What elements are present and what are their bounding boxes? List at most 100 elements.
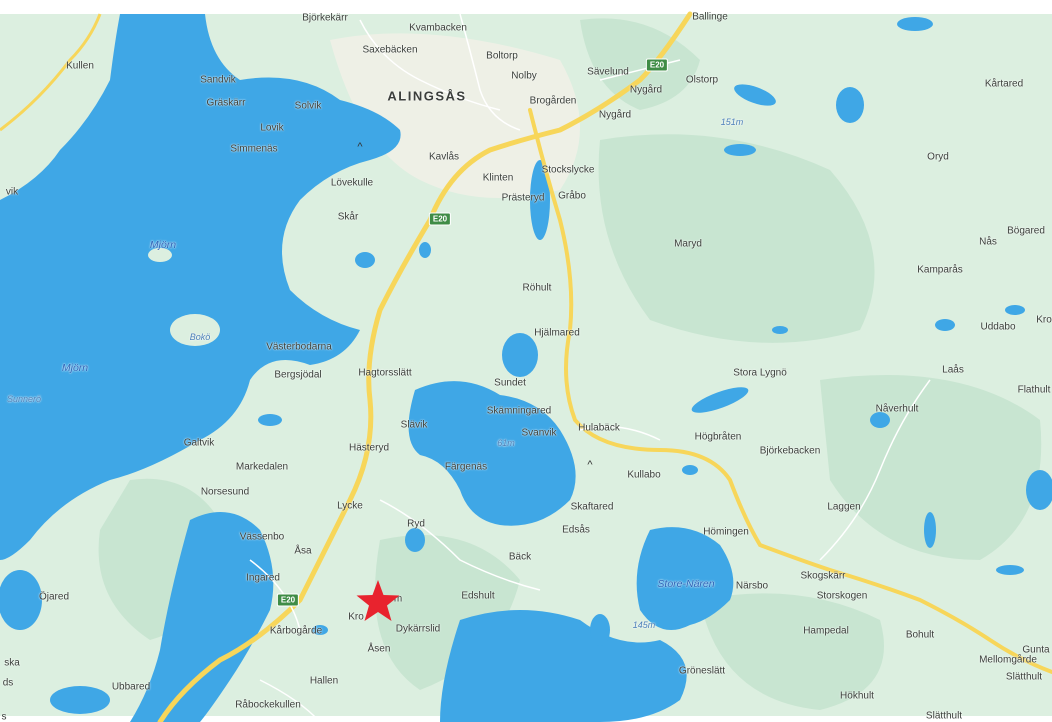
place-sandvik: Sandvik (200, 74, 236, 86)
place-norsesund: Norsesund (200, 486, 250, 498)
elevation-151m: 151m (720, 117, 744, 127)
place-ballinge: Ballinge (692, 11, 728, 23)
place-ryd: Ryd (407, 518, 425, 530)
place-bogared: Bögared (1007, 225, 1045, 237)
place-gunta: Gunta (1022, 644, 1050, 656)
place-brogarden: Brogården (529, 95, 577, 107)
place-vik-edge: vik (5, 186, 19, 198)
place-uddabo: Uddabo (980, 321, 1016, 333)
lake-label-store-naren: Store-Nären (657, 578, 715, 590)
place-sundet: Sundet (494, 377, 526, 389)
place-grabo: Gråbo (558, 190, 586, 202)
place-narsbo: Närsbo (735, 580, 769, 592)
place-karbogarde: Kårbogårde (269, 625, 323, 637)
place-ska-edge: ska (4, 657, 20, 669)
lake-mjorn (0, 14, 401, 560)
place-prasteryd: Prästeryd (501, 192, 545, 204)
lake-southwest (50, 686, 110, 714)
place-graskarr: Gräskärr (206, 97, 246, 109)
road-northwest (0, 13, 102, 132)
place-saxebacken: Saxebäcken (362, 44, 418, 56)
place-asa: Åsa (294, 545, 312, 557)
star-marker-icon[interactable] (355, 579, 401, 623)
place-hogbraten: Högbråten (694, 431, 742, 443)
road-shield-e20-north: E20 (645, 58, 669, 72)
place-hokhult: Hökhult (840, 690, 874, 702)
small-lakes (258, 17, 1052, 646)
place-homingen: Hömingen (703, 526, 749, 538)
lake-west (0, 570, 42, 630)
place-nas: Nås (979, 236, 997, 248)
place-maryd: Maryd (674, 238, 702, 250)
urban-area-alingsas (330, 33, 580, 199)
lake-stockslycke (530, 160, 550, 240)
place-flathult: Flathult (1017, 384, 1051, 396)
place-kullen: Kullen (66, 60, 94, 72)
lake-label-mjorn-west: Mjörn (61, 362, 89, 374)
place-nygard-south: Nygård (598, 109, 632, 121)
place-hulabaeck: Hulabäck (578, 422, 620, 434)
place-ingared: Ingared (246, 572, 280, 584)
place-hallen: Hallen (309, 675, 339, 687)
place-slatthult: Slätthult (1005, 671, 1043, 683)
road-shield-e20-center: E20 (428, 212, 452, 226)
place-svanvik: Svanvik (521, 427, 557, 439)
place-slavik: Slävik (400, 419, 428, 431)
place-galtvik: Galtvik (183, 437, 215, 449)
place-markedalen: Markedalen (235, 461, 289, 473)
place-sunnero: Sunnerö (6, 394, 42, 404)
place-klinten: Klinten (482, 172, 514, 184)
place-hasteryd: Hästeryd (348, 442, 390, 454)
place-slatthult-south: Slätthult (925, 710, 963, 722)
place-bohult: Bohult (905, 629, 935, 641)
place-skar: Skår (337, 211, 359, 223)
place-vassenbo: Vässenbo (239, 531, 285, 543)
place-kro: Kro (348, 611, 364, 623)
lake-label-mjorn-north: Mjörn (149, 239, 177, 251)
lake-depth-145m: 145m (632, 620, 656, 630)
place-bergsjodal: Bergsjödal (274, 369, 322, 381)
peak-icon: ^ (587, 459, 593, 471)
place-laggen: Laggen (827, 501, 861, 513)
island-boko (170, 314, 220, 346)
place-laas: Laås (942, 364, 964, 376)
lake-central (408, 381, 576, 526)
top-margin (0, 0, 1052, 14)
place-olstorp: Olstorp (685, 74, 719, 86)
place-fargenas: Färgenäs (444, 461, 488, 473)
place-navenhult: Nåverhult (875, 403, 919, 415)
place-hagtorsslatt: Hagtorsslätt (358, 367, 412, 379)
peak-icon: ^ (357, 141, 363, 153)
place-bjorkebacken: Björkebacken (759, 445, 821, 457)
road-e20 (157, 11, 693, 722)
place-solvik: Solvik (294, 100, 322, 112)
place-ubbared: Ubbared (111, 681, 151, 693)
place-edsas: Edsås (562, 524, 590, 536)
place-simmenas: Simmenäs (230, 143, 278, 155)
place-back: Bäck (508, 551, 532, 563)
place-kvambacken: Kvambacken (409, 22, 467, 34)
lake-hjalmared (502, 333, 538, 377)
place-storskogen: Storskogen (816, 590, 868, 602)
place-nygard-north: Nygård (629, 84, 663, 96)
island-label-boko: Bokö (189, 332, 211, 342)
place-alingsas: ALINGSÅS (387, 88, 467, 104)
minor-roads (249, 13, 931, 722)
place-edge-s: s (1, 711, 7, 722)
place-asen: Åsen (367, 643, 391, 655)
place-stora-lygno: Stora Lygnö (733, 367, 787, 379)
place-nolby: Nolby (511, 70, 537, 82)
place-kamparas: Kamparås (917, 264, 963, 276)
place-kullabo: Kullabo (627, 469, 661, 481)
place-ojared: Öjared (38, 591, 70, 603)
place-dykarrslid: Dykärrslid (395, 623, 441, 635)
place-groneslatt: Gröneslätt (678, 665, 726, 677)
road-shield-e20-south: E20 (276, 593, 300, 607)
place-boltorp: Boltorp (486, 50, 518, 62)
place-edshult: Edshult (461, 590, 495, 602)
lake-south (440, 610, 687, 722)
island-small (148, 248, 172, 262)
place-skaftared: Skaftared (570, 501, 614, 513)
